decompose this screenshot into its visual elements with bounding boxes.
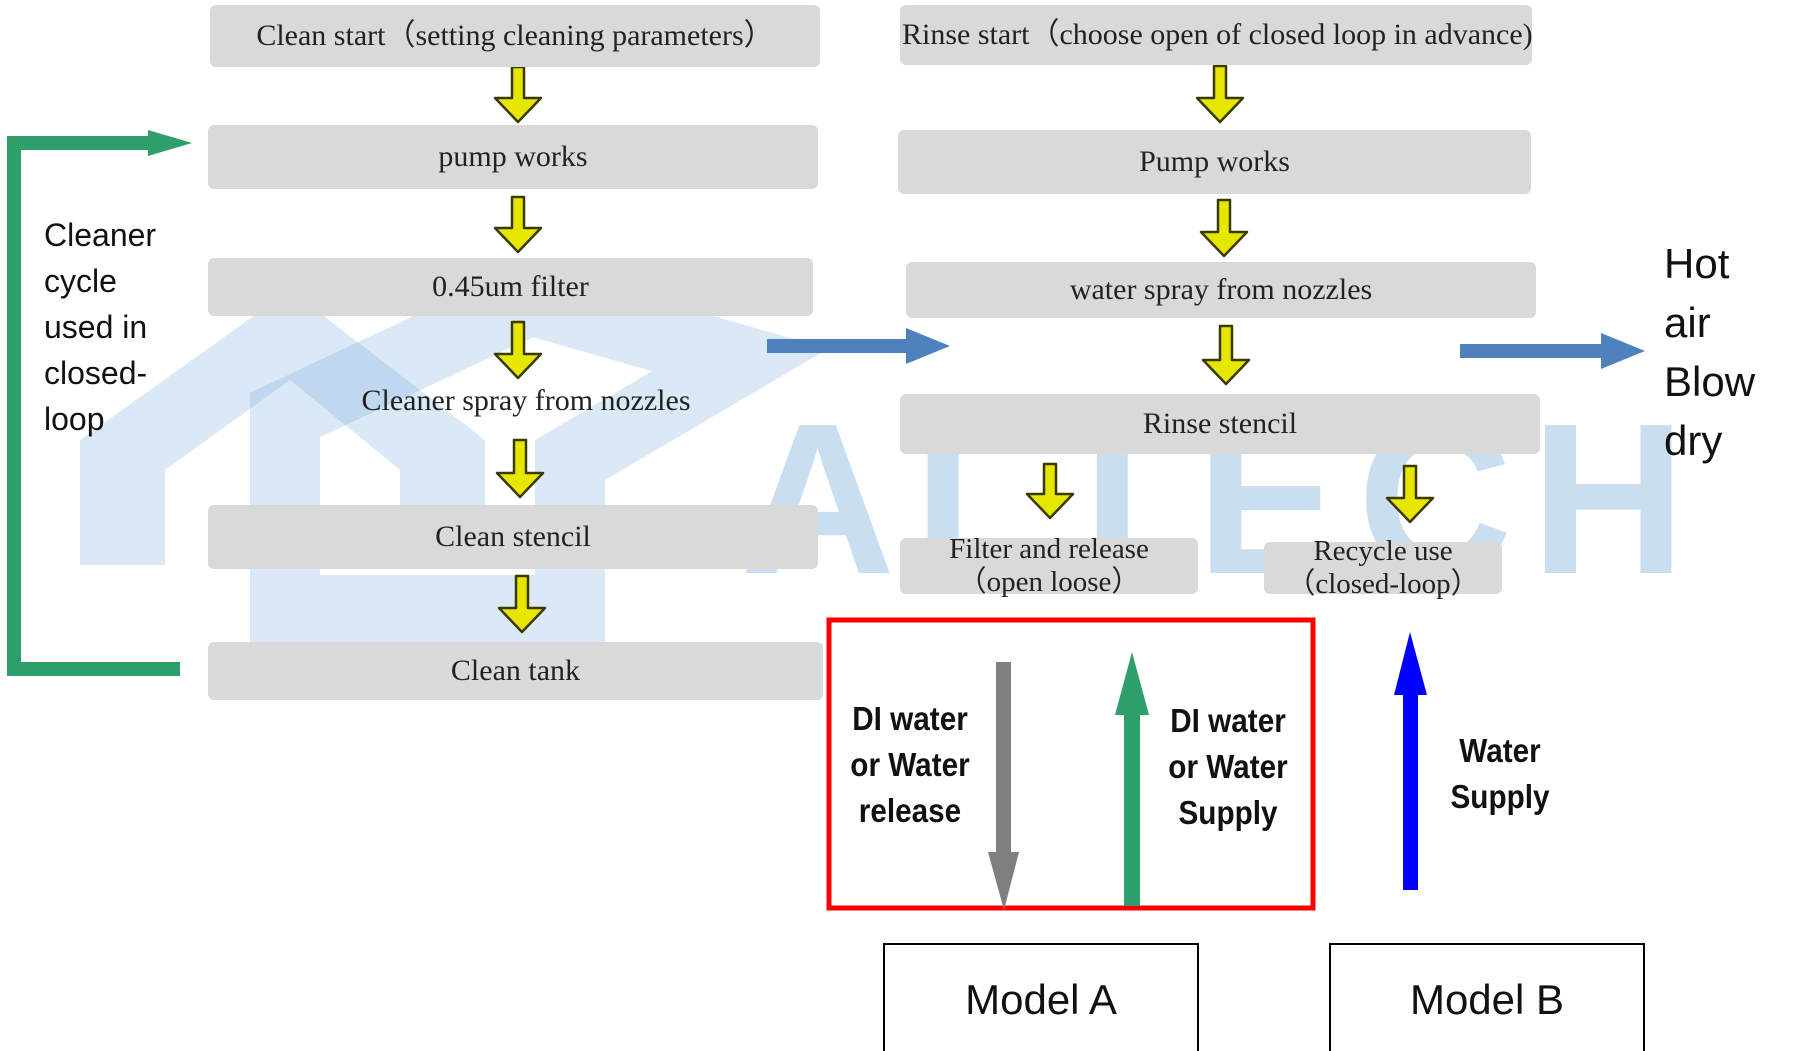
step-arrow-clean-1 — [493, 65, 543, 124]
release-arrow-head — [988, 852, 1019, 910]
cleaner-cycle-line-5: loop — [44, 401, 105, 437]
supply-b-line-2: Supply — [1450, 778, 1550, 815]
cleaner-cycle-line-4: closed- — [44, 355, 148, 391]
branch-closed-loop: Recycle use （closed-loop） — [1264, 535, 1502, 600]
step-arrow-rinse-open — [1025, 462, 1075, 520]
step-water-spray: water spray from nozzles — [906, 262, 1536, 318]
branch-open-loop: Filter and release （open loose） — [900, 533, 1198, 598]
release-line-1: DI water — [852, 700, 968, 737]
hot-air-line-1: Hot — [1664, 240, 1730, 287]
step-rinse-stencil: Rinse stencil — [900, 394, 1540, 454]
supply-arrow-b-shaft — [1403, 688, 1418, 890]
flow-arrow-clean-to-rinse-shaft — [767, 339, 910, 353]
step-pump-works: pump works — [208, 125, 818, 189]
supply-a-line-3: Supply — [1178, 794, 1278, 831]
cleaner-cycle-label: Cleaner cycle used in closed- loop — [44, 212, 156, 442]
flow-arrow-to-hot-air-head — [1601, 333, 1645, 369]
step-arrow-clean-5 — [497, 574, 547, 634]
hot-air-label: Hot air Blow dry — [1664, 234, 1755, 470]
step-clean-tank: Clean tank — [208, 642, 823, 700]
cleaner-cycle-line-1: Cleaner — [44, 217, 157, 253]
flow-arrow-clean-to-rinse-head — [906, 328, 950, 364]
supply-arrow-a-head — [1115, 652, 1149, 715]
step-arrow-clean-2 — [493, 195, 543, 254]
release-arrow-shaft — [996, 662, 1011, 857]
flow-arrow-to-hot-air-shaft — [1460, 344, 1605, 358]
supply-arrow-a-shaft — [1124, 710, 1140, 906]
branch-open-loop-line1: Filter and release — [949, 532, 1149, 565]
supply-b-line-1: Water — [1459, 732, 1541, 769]
supply-a-line-2: or Water — [1168, 748, 1288, 785]
supply-a-line-1: DI water — [1170, 702, 1286, 739]
step-arrow-rinse-closed — [1385, 464, 1435, 524]
release-line-3: release — [858, 792, 962, 829]
hot-air-line-4: dry — [1664, 417, 1723, 464]
step-arrow-rinse-2 — [1199, 198, 1249, 258]
branch-closed-loop-line1: Recycle use — [1313, 534, 1453, 567]
step-clean-stencil: Clean stencil — [208, 505, 818, 569]
step-arrow-clean-4 — [495, 438, 545, 499]
step-arrow-rinse-1 — [1195, 64, 1245, 124]
step-cleaner-spray: Cleaner spray from nozzles — [361, 383, 691, 417]
model-b-supply-label: Water Supply — [1428, 728, 1572, 820]
model-a-box: Model A — [883, 943, 1199, 1051]
release-line-2: or Water — [850, 746, 970, 783]
step-rinse-start: Rinse start（choose open of closed loop i… — [900, 5, 1533, 65]
cleaner-cycle-line-3: used in — [44, 309, 148, 345]
hot-air-line-3: Blow — [1664, 358, 1756, 405]
step-arrow-clean-3 — [493, 320, 543, 380]
model-a-supply-label: DI water or Water Supply — [1156, 698, 1300, 836]
model-a-highlight-box — [826, 617, 1316, 911]
model-a-release-label: DI water or Water release — [838, 696, 982, 834]
branch-closed-loop-line2: （closed-loop） — [1286, 568, 1480, 600]
cleaner-cycle-line-2: cycle — [44, 263, 117, 299]
model-b-box: Model B — [1329, 943, 1645, 1051]
loop-line — [7, 136, 180, 676]
step-clean-start: Clean start（setting cleaning parameters） — [210, 5, 820, 67]
loop-arrowhead — [148, 130, 192, 156]
hot-air-line-2: air — [1664, 299, 1711, 346]
step-arrow-rinse-3 — [1201, 324, 1251, 386]
supply-arrow-b-head — [1394, 632, 1427, 695]
branch-open-loop-line2: （open loose） — [957, 566, 1141, 598]
step-rinse-pump-works: Pump works — [898, 130, 1531, 194]
step-filter: 0.45um filter — [208, 258, 813, 316]
